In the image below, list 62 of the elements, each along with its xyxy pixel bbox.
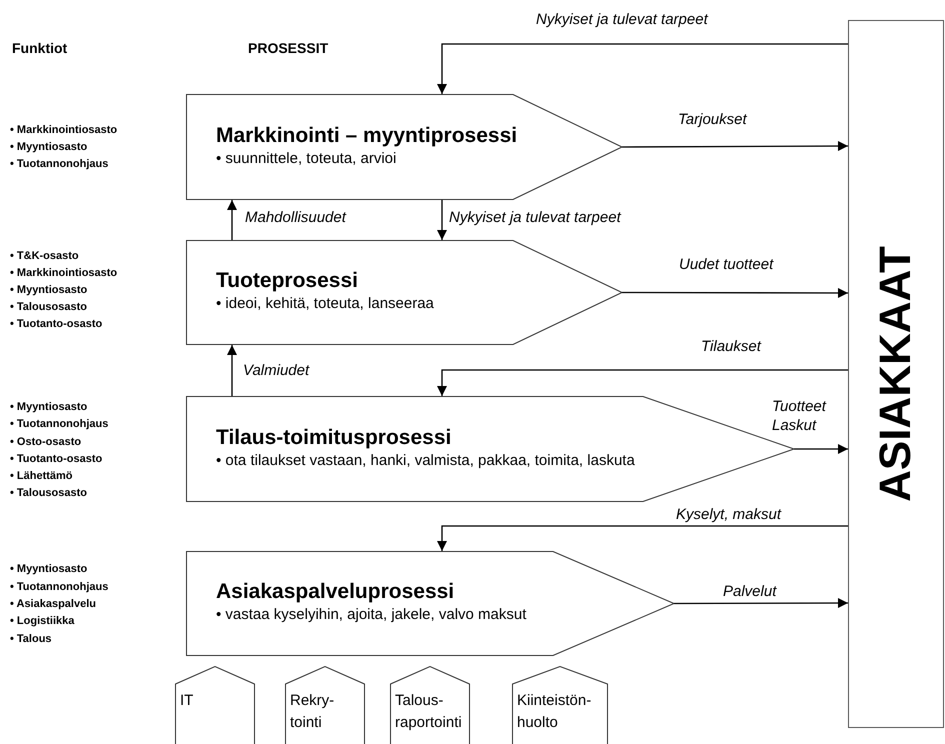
support-process-shape <box>512 666 608 743</box>
department-item: • Tuotanto-osasto <box>10 317 102 331</box>
arrow <box>437 525 848 551</box>
edge-label: Nykyiset ja tulevat tarpeet <box>535 10 709 29</box>
edge-label: Palvelut <box>722 582 778 601</box>
edge-label: Mahdollisuudet <box>244 208 347 227</box>
arrow <box>794 444 848 454</box>
column-heading: PROSESSIT <box>248 39 328 58</box>
department-item: • Myyntiosasto <box>10 562 88 576</box>
edge-label: Uudet tuotteet <box>678 255 774 274</box>
department-item: • Tuotannonohjaus <box>10 580 108 594</box>
process-tasks: • ideoi, kehitä, toteuta, lanseeraa <box>216 294 434 313</box>
department-item: • Markkinointiosasto <box>10 123 118 137</box>
arrow <box>622 288 848 298</box>
customers-label: ASIAKKAAT <box>870 246 921 502</box>
department-item: • Talousosasto <box>10 300 87 314</box>
arrow <box>674 598 848 608</box>
process-title: Markkinointi – myyntiprosessi <box>216 122 518 148</box>
department-item: • Tuotannonohjaus <box>10 157 108 171</box>
arrow <box>622 141 848 152</box>
process-tasks: • vastaa kyselyihin, ajoita, jakele, valvo maksut <box>216 605 526 624</box>
process-title: Asiakaspalveluprosessi <box>216 579 454 605</box>
support-process-shape <box>175 666 255 743</box>
department-item: • Myyntiosasto <box>10 283 88 297</box>
department-item: • Logistiikka <box>10 614 74 628</box>
process-arrow-shape <box>186 551 674 656</box>
department-item: • Lähettämö <box>10 469 73 483</box>
department-item: • Myyntiosasto <box>10 140 88 154</box>
support-process-label: Kiinteistön- huolto <box>517 691 592 733</box>
department-item: • Tuotanto-osasto <box>10 452 102 466</box>
edge-label: Tilaukset <box>700 337 762 356</box>
edge-label: Kyselyt, maksut <box>675 505 782 524</box>
support-process-label: IT <box>180 691 194 711</box>
arrow <box>227 200 237 240</box>
arrow <box>437 43 848 94</box>
department-item: • T&K-osasto <box>10 249 79 263</box>
customer-box <box>848 20 944 728</box>
department-item: • Markkinointiosasto <box>10 266 118 280</box>
arrow <box>227 345 237 396</box>
process-title: Tilaus-toimitusprosessi <box>216 424 452 450</box>
support-process-label: Rekry- tointi <box>290 691 336 733</box>
edge-label: Tarjoukset <box>677 110 748 129</box>
process-title: Tuoteprosessi <box>216 268 358 294</box>
edge-label: Valmiudet <box>242 361 310 380</box>
process-tasks: • suunnittele, toteuta, arvioi <box>216 148 396 168</box>
process-arrow-shape <box>186 240 622 345</box>
department-item: • Osto-osasto <box>10 435 82 449</box>
column-heading: Funktiot <box>12 39 68 58</box>
edge-label: Tuotteet Laskut <box>771 397 828 435</box>
process-tasks: • ota tilaukset vastaan, hanki, valmista, pakkaa, toimita, laskuta <box>216 450 635 470</box>
support-process-shape <box>285 666 365 743</box>
department-item: • Myyntiosasto <box>10 400 88 414</box>
support-process-shape <box>390 666 470 743</box>
department-item: • Talous <box>10 632 52 646</box>
department-item: • Tuotannonohjaus <box>10 417 108 431</box>
department-item: • Asiakaspalvelu <box>10 597 96 611</box>
support-process-label: Talous- raportointi <box>395 691 463 733</box>
department-item: • Talousosasto <box>10 486 87 500</box>
arrow <box>437 369 848 396</box>
process-arrow-shape <box>186 94 622 200</box>
edge-label: Nykyiset ja tulevat tarpeet <box>448 208 622 227</box>
arrow <box>437 200 447 240</box>
